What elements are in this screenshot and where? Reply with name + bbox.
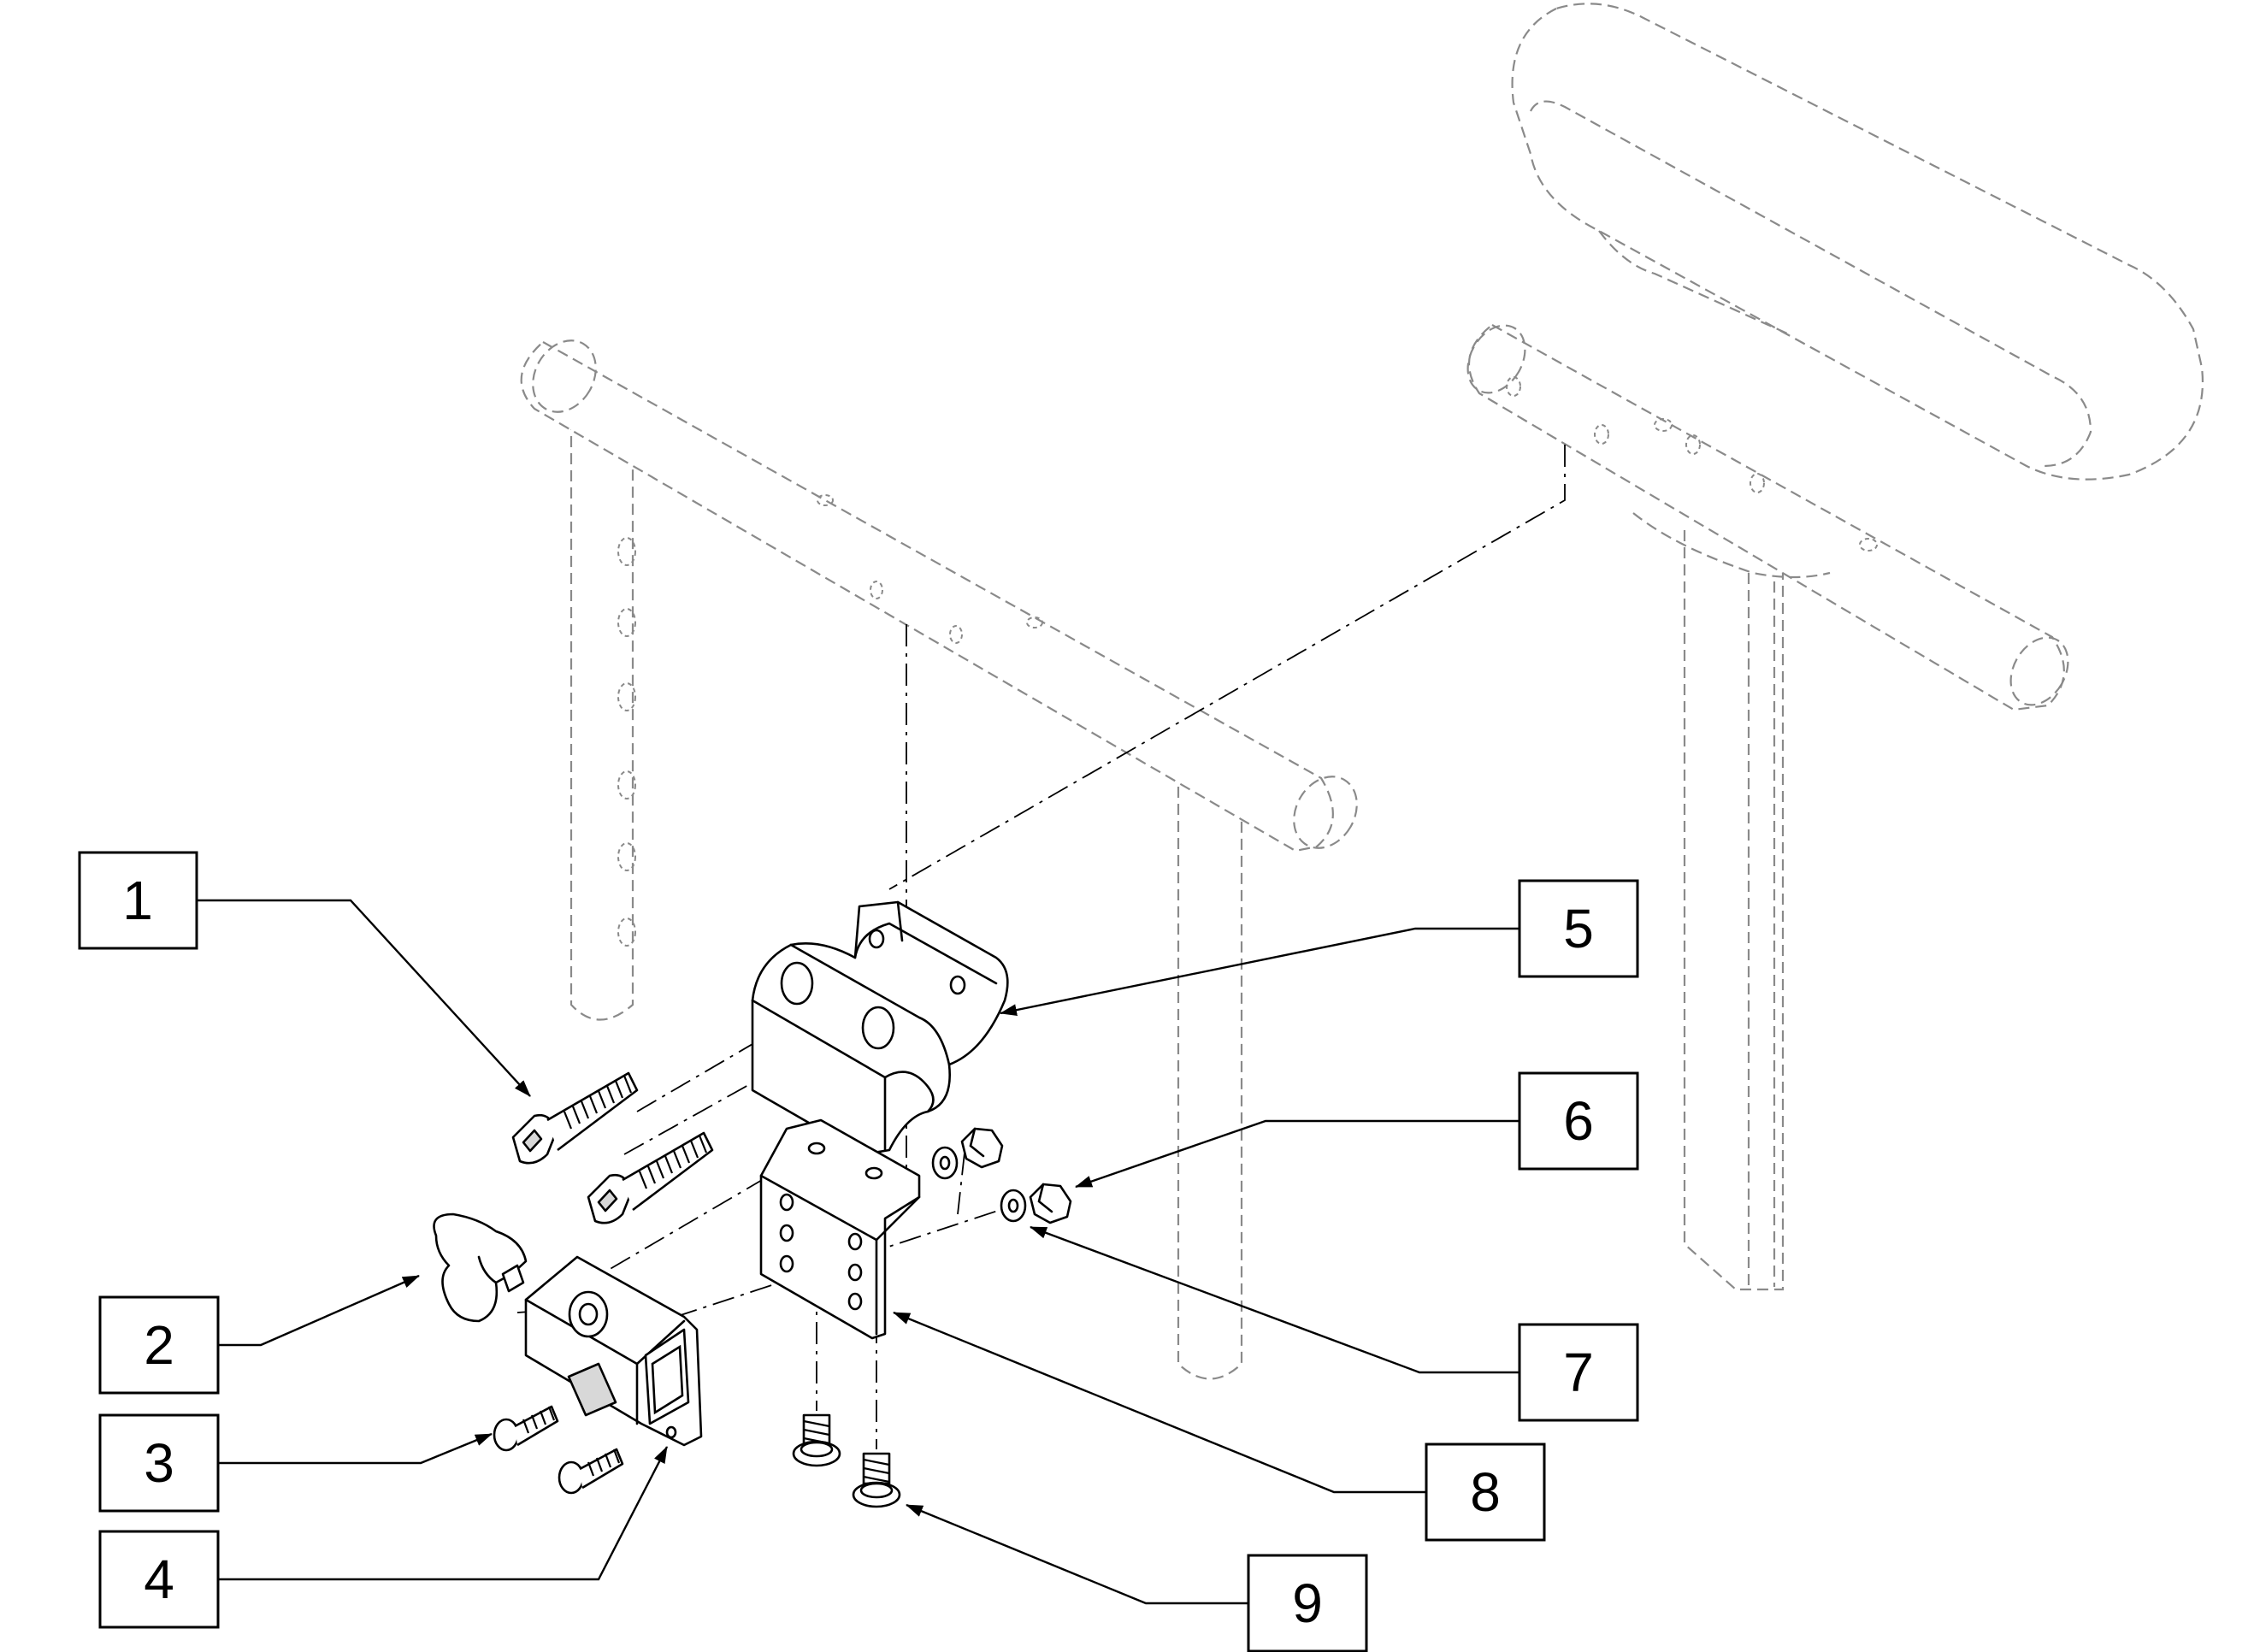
square-receiver-part [524, 1255, 703, 1447]
callout-2: 2 [98, 1295, 220, 1395]
callout-4-label: 4 [144, 1549, 174, 1610]
angle-bracket-part [759, 1118, 921, 1340]
callout-9: 9 [1247, 1554, 1368, 1652]
callout-1-label: 1 [122, 870, 153, 931]
callout-1: 1 [78, 851, 198, 950]
callout-4: 4 [98, 1530, 220, 1629]
callout-6-label: 6 [1563, 1090, 1594, 1152]
hex-nut-part [960, 1127, 1072, 1224]
callout-5-label: 5 [1563, 898, 1594, 959]
tube-clamp-part [751, 900, 1009, 1156]
callout-leaders [197, 899, 1519, 1605]
button-head-screw-part [493, 1405, 624, 1495]
washer-part [931, 1146, 1027, 1223]
armrest-frame-reference [520, 3, 2204, 1380]
callout-9-label: 9 [1292, 1572, 1323, 1634]
callout-5: 5 [1518, 879, 1639, 978]
callout-8: 8 [1425, 1443, 1546, 1542]
socket-cap-screw-part [511, 1071, 714, 1224]
flange-screw-part [792, 1413, 901, 1508]
callout-2-label: 2 [144, 1314, 174, 1376]
callout-8-label: 8 [1470, 1461, 1501, 1523]
callout-6: 6 [1518, 1071, 1639, 1171]
callout-7: 7 [1518, 1323, 1639, 1422]
callout-3: 3 [98, 1413, 220, 1513]
callout-3-label: 3 [144, 1432, 174, 1494]
assembly-center-lines [516, 445, 1566, 1449]
star-knob-part [433, 1212, 528, 1323]
callout-7-label: 7 [1563, 1342, 1594, 1403]
